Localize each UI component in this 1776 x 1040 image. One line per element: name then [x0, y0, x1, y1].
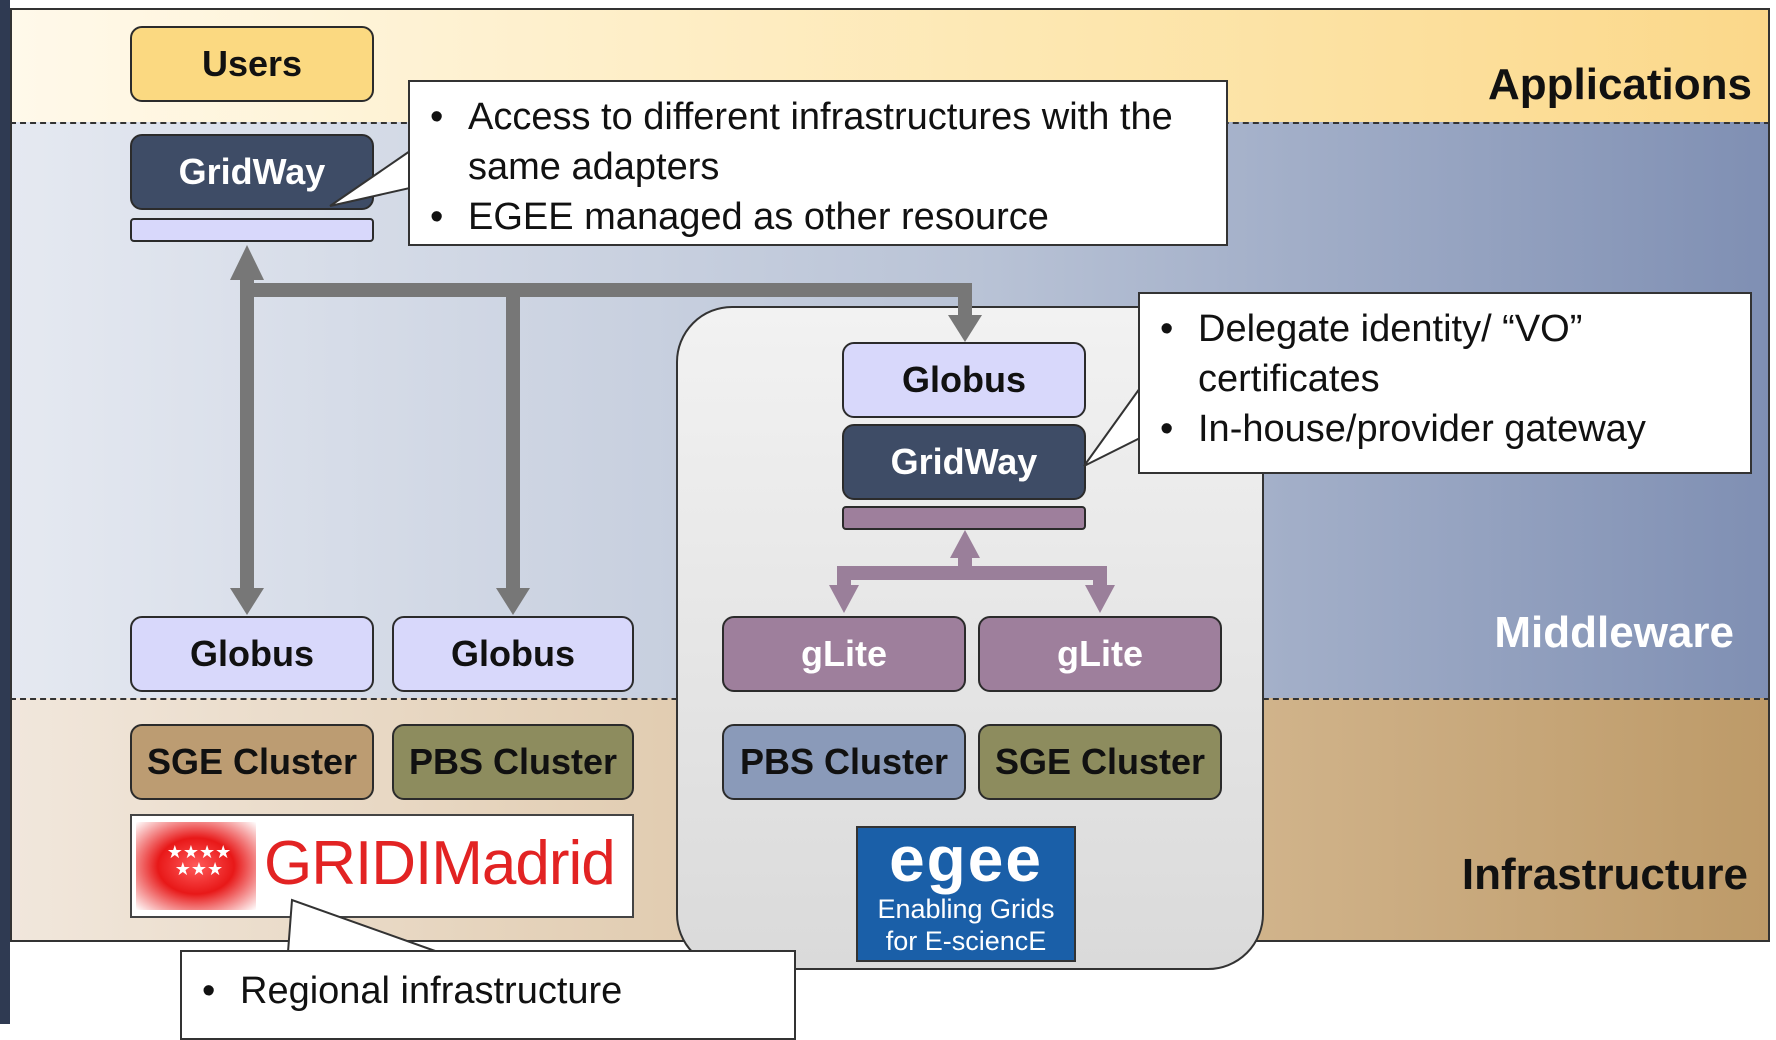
- glite-right-shaft: [1093, 580, 1107, 585]
- infrastructure-layer-label: Infrastructure: [1461, 850, 1748, 899]
- egee-logo-line2: for E-sciencE: [885, 926, 1047, 956]
- right-callout-pointer: [1083, 384, 1141, 467]
- gridway-adapter-bar-egee: [842, 506, 1086, 530]
- gridimadrid-logo: ★★★★★★★ GRIDIMadrid: [130, 814, 634, 918]
- globus-right-down-arrowhead: [496, 588, 530, 615]
- egee-logo-word: egee: [889, 823, 1043, 895]
- gray-arrows: [230, 245, 982, 615]
- pbs-cluster-box-egee: PBS Cluster: [722, 724, 966, 800]
- glite-horizontal-connector: [837, 566, 1107, 580]
- globus-box-left-2: Globus: [392, 616, 634, 692]
- gridimadrid-logo-text: GRIDIMadrid: [264, 829, 616, 898]
- glite-box-1: gLite: [722, 616, 966, 692]
- bottom-callout-pointer: [286, 898, 439, 953]
- callout-top: Access to different infrastructures with…: [408, 80, 1228, 246]
- left-edge-strip: [0, 0, 10, 1024]
- middleware-layer-label: Middleware: [1494, 608, 1734, 657]
- gridway-box-left: GridWay: [130, 134, 374, 210]
- gridway-box-egee: GridWay: [842, 424, 1086, 500]
- horizontal-connector: [254, 283, 972, 297]
- egee-logo-line1: Enabling Grids: [877, 894, 1055, 924]
- top-callout-pointer: [329, 149, 411, 207]
- sge-cluster-box-left: SGE Cluster: [130, 724, 374, 800]
- sge-cluster-box-egee: SGE Cluster: [978, 724, 1222, 800]
- callout-right: Delegate identity/ “VO” certificates In-…: [1138, 292, 1752, 474]
- gridway-globus-left-shaft: [240, 280, 254, 588]
- gridway-up-arrowhead: [230, 245, 264, 280]
- madrid-flag-icon: ★★★★★★★: [136, 822, 256, 910]
- gridway-adapter-bar-left: [130, 218, 374, 242]
- glite-left-down-arrowhead: [829, 585, 859, 613]
- callout-right-item-1: Delegate identity/ “VO” certificates: [1140, 304, 1750, 404]
- egee-gridway-up-arrowhead: [950, 530, 980, 558]
- pbs-cluster-box-left: PBS Cluster: [392, 724, 634, 800]
- callout-bottom: Regional infrastructure: [180, 950, 796, 1040]
- globus-box-left-1: Globus: [130, 616, 374, 692]
- callout-top-item-2: EGEE managed as other resource: [410, 192, 1226, 242]
- users-box: Users: [130, 26, 374, 102]
- callout-bottom-item-1: Regional infrastructure: [182, 966, 794, 1016]
- glite-right-down-arrowhead: [1085, 585, 1115, 613]
- callout-top-item-1: Access to different infrastructures with…: [410, 92, 1226, 192]
- egee-logo: egee Enabling Grids for E-sciencE: [856, 823, 1076, 962]
- glite-box-2: gLite: [978, 616, 1222, 692]
- globus-right-shaft: [506, 297, 520, 588]
- globus-box-egee: Globus: [842, 342, 1086, 418]
- globus-left-down-arrowhead: [230, 588, 264, 615]
- glite-left-shaft: [837, 580, 851, 585]
- callout-right-item-2: In-house/provider gateway: [1140, 404, 1750, 454]
- flag-stars-icon: ★★★★★★★: [166, 842, 232, 879]
- applications-layer-label: Applications: [1487, 60, 1752, 109]
- egee-globus-shaft: [958, 297, 972, 315]
- purple-arrows: [829, 530, 1115, 613]
- egee-globus-down-arrowhead: [948, 315, 982, 342]
